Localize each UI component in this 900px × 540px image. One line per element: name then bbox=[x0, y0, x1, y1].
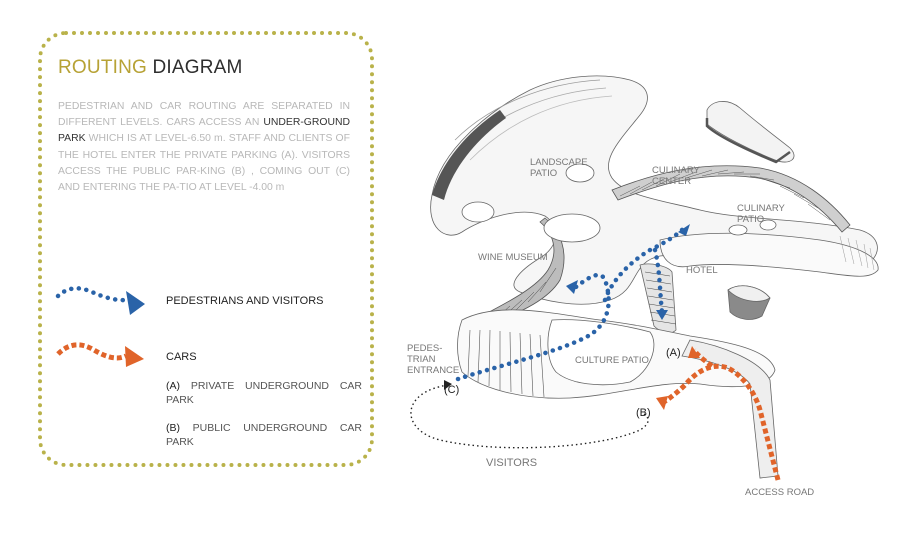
description-highlight: UNDER-GROUND PARK bbox=[58, 117, 350, 145]
title-accent: ROUTING bbox=[58, 57, 148, 78]
legend-b-text: PUBLIC UNDERGROUND CAR PARK bbox=[166, 422, 363, 448]
description-text: PEDESTRIAN AND CAR ROUTING ARE SEPARATED… bbox=[58, 99, 350, 196]
label-culture-patio: CULTURE PATIO bbox=[575, 355, 649, 366]
title-main: DIAGRAM bbox=[152, 57, 243, 78]
building-massing bbox=[430, 75, 879, 479]
label-hotel: HOTEL bbox=[686, 265, 718, 276]
legend-frame bbox=[38, 31, 374, 467]
label-point-c: (C) bbox=[444, 384, 460, 396]
label-culinary-center: CULINARY CENTER bbox=[652, 165, 700, 187]
label-visitors: VISITORS bbox=[486, 457, 538, 469]
car-route bbox=[656, 346, 781, 481]
label-point-a: (A) bbox=[666, 347, 681, 359]
pedestrian-legend-icon bbox=[55, 286, 145, 315]
legend-b-key: (B) bbox=[166, 422, 180, 434]
label-culinary-patio: CULINARY PATIO bbox=[737, 203, 785, 225]
legend-a-key: (A) bbox=[166, 380, 180, 392]
description-before: PEDESTRIAN AND CAR ROUTING ARE SEPARATED… bbox=[58, 101, 350, 129]
pedestrian-route bbox=[455, 224, 690, 382]
label-point-b: (B) bbox=[636, 407, 651, 419]
legend-a-text: PRIVATE UNDERGROUND CAR PARK bbox=[166, 380, 363, 406]
legend-public-parking: (B) PUBLIC UNDERGROUND CAR PARK bbox=[166, 421, 362, 449]
diagram-title: ROUTING DIAGRAM bbox=[58, 57, 243, 79]
legend-cars-label: CARS bbox=[166, 351, 197, 363]
legend-pedestrians-label: PEDESTRIANS AND VISITORS bbox=[166, 295, 324, 307]
car-legend-icon bbox=[56, 342, 144, 367]
label-wine-museum: WINE MUSEUM bbox=[478, 252, 548, 263]
label-landscape-patio: LANDSCAPE PATIO bbox=[530, 157, 588, 179]
label-pedestrian-entrance: PEDES-TRIAN ENTRANCE bbox=[407, 343, 460, 376]
description-after: WHICH IS AT LEVEL-6.50 m. STAFF AND CLIE… bbox=[58, 133, 350, 194]
legend-private-parking: (A) PRIVATE UNDERGROUND CAR PARK bbox=[166, 379, 362, 407]
label-access-road: ACCESS ROAD bbox=[745, 487, 815, 498]
